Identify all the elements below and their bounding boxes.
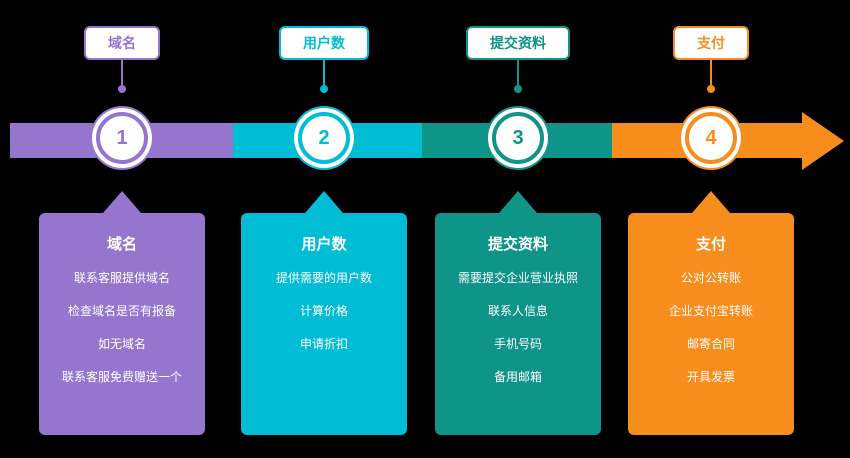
card-item: 手机号码: [493, 337, 542, 351]
step-number: 4: [705, 126, 717, 149]
step-number-circle: 4: [685, 112, 737, 164]
connector-line: [710, 60, 712, 85]
step-label-box: 域名: [84, 26, 160, 60]
card-title: 支付: [695, 236, 726, 253]
step-card: 用户数 提供需要的用户数 计算价格 申请折扣: [241, 213, 407, 435]
step-label: 提交资料: [490, 35, 546, 51]
card-item: 企业支付宝转账: [668, 304, 753, 318]
connector-dot-icon: [118, 85, 126, 93]
card-item: 申请折扣: [299, 337, 348, 351]
card-item: 联系客服免费赠送一个: [61, 370, 182, 384]
card-item: 备用邮箱: [493, 370, 542, 384]
step-number: 1: [116, 126, 128, 149]
card-item: 如无域名: [97, 337, 146, 351]
card-item: 公对公转账: [680, 271, 741, 285]
card-item-list: 提供需要的用户数 计算价格 申请折扣: [241, 272, 407, 351]
step-label: 支付: [697, 35, 725, 51]
connector-line: [121, 60, 123, 85]
card-item-list: 公对公转账 企业支付宝转账 邮寄合同 开具发票: [628, 272, 794, 384]
card-title: 提交资料: [487, 236, 548, 253]
card-item: 提供需要的用户数: [275, 271, 372, 285]
step-number-circle: 2: [298, 112, 350, 164]
connector-dot-icon: [320, 85, 328, 93]
card-item: 联系客服提供域名: [73, 271, 170, 285]
card-title: 域名: [106, 236, 137, 253]
step-label-box: 支付: [673, 26, 749, 60]
card-item: 计算价格: [299, 304, 348, 318]
connector-line: [517, 60, 519, 85]
step-number-circle: 1: [96, 112, 148, 164]
step-label: 用户数: [303, 35, 345, 51]
step-card: 域名 联系客服提供域名 检查域名是否有报备 如无域名 联系客服免费赠送一个: [39, 213, 205, 435]
step-users: 用户数 2 用户数 提供需要的用户数 计算价格 申请折扣: [236, 0, 412, 435]
card-title: 用户数: [301, 236, 347, 253]
card-item: 邮寄合同: [686, 337, 735, 351]
card-item-list: 联系客服提供域名 检查域名是否有报备 如无域名 联系客服免费赠送一个: [39, 272, 205, 384]
connector-dot-icon: [707, 85, 715, 93]
connector-dot-icon: [514, 85, 522, 93]
card-pointer-icon: [305, 191, 343, 213]
step-number: 2: [318, 126, 330, 149]
card-pointer-icon: [103, 191, 141, 213]
step-domain: 域名 1 域名 联系客服提供域名 检查域名是否有报备 如无域名 联系客服免费赠送…: [34, 0, 210, 435]
card-item: 开具发票: [686, 370, 735, 384]
step-materials: 提交资料 3 提交资料 需要提交企业营业执照 联系人信息 手机号码 备用邮箱: [430, 0, 606, 435]
card-item: 联系人信息: [487, 304, 548, 318]
step-card: 支付 公对公转账 企业支付宝转账 邮寄合同 开具发票: [628, 213, 794, 435]
step-card: 提交资料 需要提交企业营业执照 联系人信息 手机号码 备用邮箱: [435, 213, 601, 435]
step-payment: 支付 4 支付 公对公转账 企业支付宝转账 邮寄合同 开具发票: [623, 0, 799, 435]
card-pointer-icon: [499, 191, 537, 213]
connector-line: [323, 60, 325, 85]
card-item-list: 需要提交企业营业执照 联系人信息 手机号码 备用邮箱: [435, 272, 601, 384]
step-label: 域名: [108, 35, 136, 51]
step-label-box: 提交资料: [466, 26, 570, 60]
card-pointer-icon: [692, 191, 730, 213]
timeline-arrowhead-icon: [802, 112, 844, 170]
step-label-box: 用户数: [279, 26, 369, 60]
step-number: 3: [512, 126, 524, 149]
card-item: 检查域名是否有报备: [67, 304, 176, 318]
card-item: 需要提交企业营业执照: [457, 271, 578, 285]
step-number-circle: 3: [492, 112, 544, 164]
